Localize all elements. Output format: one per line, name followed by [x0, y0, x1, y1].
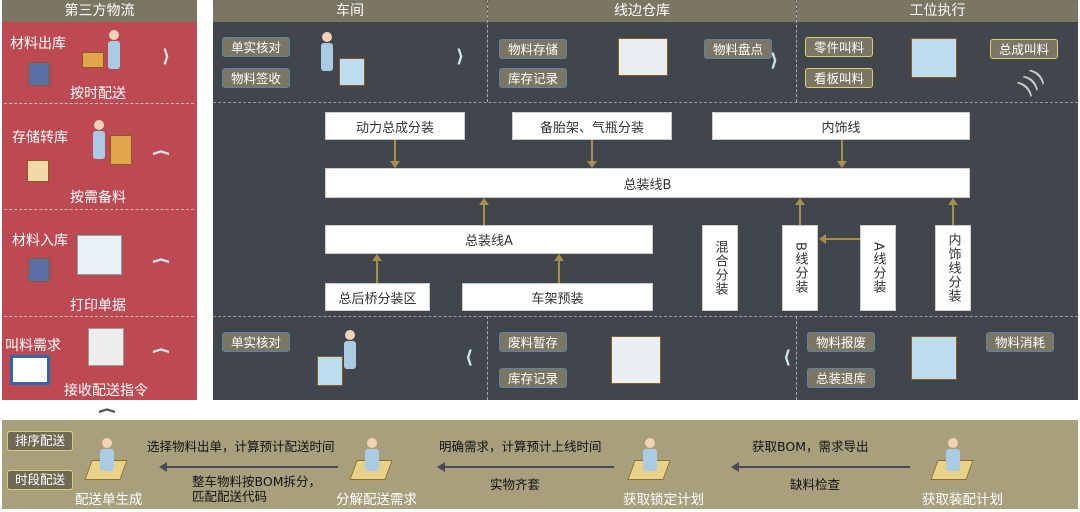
- arrow-up: [554, 254, 564, 283]
- chevron-right-icon[interactable]: ⟩: [456, 46, 465, 67]
- chevron-left-icon[interactable]: ⟩: [783, 347, 792, 368]
- arrow-up: [479, 198, 489, 225]
- arrow-down: [587, 140, 597, 168]
- chevron-right-icon[interactable]: ⟩: [770, 50, 779, 71]
- boxes-icon: [110, 135, 132, 165]
- tag-button[interactable]: 物料存储: [499, 39, 568, 59]
- flow-arrow-left: [731, 462, 910, 472]
- truck-icon: [611, 336, 661, 384]
- assembly-line-b-box[interactable]: 总装线B: [325, 168, 970, 198]
- arrow-down: [390, 140, 400, 168]
- operator-desk-icon: [84, 438, 128, 482]
- section-caption: 接收配送指令: [64, 383, 148, 399]
- worker-boxes-icon: [92, 120, 106, 160]
- header-line-warehouse: 线边仓库: [488, 0, 796, 22]
- operator-desk-icon: [930, 438, 974, 482]
- flow-note: 缺料检查: [790, 477, 841, 492]
- cart-icon: [317, 356, 343, 386]
- operator-desk-icon: [627, 438, 671, 482]
- step-label: 配送单生成: [75, 492, 143, 508]
- chevron-up-icon[interactable]: ⟩: [150, 256, 172, 265]
- documents-icon: [77, 235, 122, 275]
- chevron-up-icon[interactable]: ⟩: [96, 406, 118, 415]
- worker-cart-icon: [320, 32, 334, 72]
- tag-button[interactable]: 库存记录: [499, 68, 568, 88]
- arrow-up: [948, 198, 958, 225]
- third-party-logistics-panel: 第三方物流 材料出库 按时配送 ⟩ 存储转库 按需备料 ⟩ 材料入库 打印单据 …: [2, 0, 197, 400]
- tag-button[interactable]: 看板叫料: [805, 68, 874, 88]
- arrow-up: [372, 254, 382, 283]
- workstation-icon: [911, 38, 957, 78]
- step-label: 获取装配计划: [922, 492, 1003, 508]
- flow-arrow-left: [437, 462, 614, 472]
- arrow-left: [819, 234, 860, 244]
- header-workshop: 车间: [213, 0, 487, 22]
- chevron-up-icon[interactable]: ⟩: [150, 346, 172, 355]
- b-line-subassembly-box[interactable]: B线分装: [782, 225, 818, 311]
- flow-note: 明确需求，计算预计上线时间: [439, 439, 602, 454]
- forklift-icon: [28, 62, 50, 86]
- arrow-down: [837, 140, 847, 168]
- tag-button[interactable]: 库存记录: [499, 368, 568, 388]
- flow-note: 整车物料按BOM拆分， 匹配配送代码: [192, 474, 321, 504]
- cart-icon: [339, 58, 365, 86]
- tag-button[interactable]: 物料签收: [222, 68, 291, 88]
- chevron-up-icon[interactable]: ⟩: [150, 148, 172, 157]
- flow-arrow-left: [159, 462, 338, 472]
- section-caption: 按需备料: [70, 190, 126, 206]
- interior-line-box[interactable]: 内饰线: [712, 112, 970, 140]
- interior-subassembly-box[interactable]: 内饰线分装: [935, 225, 971, 311]
- truck-icon: [618, 38, 668, 76]
- tag-button[interactable]: 总装退库: [807, 368, 876, 388]
- rear-axle-box[interactable]: 总后桥分装区: [325, 283, 430, 311]
- tag-button[interactable]: 物料报废: [807, 332, 876, 352]
- production-panel: 车间 线边仓库 工位执行 单实核对 物料签收 ⟩ 物料存储 库存记录 物料盘点 …: [213, 0, 1078, 400]
- arrow-up: [795, 198, 805, 225]
- section-title-outbound: 材料出库: [10, 36, 66, 52]
- chevron-left-icon[interactable]: ⟩: [465, 347, 474, 368]
- header-station: 工位执行: [797, 0, 1078, 22]
- flow-note: 获取BOM，需求导出: [752, 439, 869, 454]
- spare-tire-box[interactable]: 备胎架、气瓶分装: [512, 112, 672, 140]
- worker-cart-icon: [343, 330, 357, 370]
- tag-button[interactable]: 物料盘点: [704, 39, 773, 59]
- period-delivery-tag[interactable]: 时段配送: [7, 470, 74, 490]
- tag-button[interactable]: 单实核对: [222, 37, 291, 57]
- assembly-line-a-box[interactable]: 总装线A: [325, 225, 653, 254]
- tag-button[interactable]: 零件叫料: [805, 37, 874, 57]
- section-caption: 按时配送: [70, 86, 126, 102]
- tag-button[interactable]: 单实核对: [222, 332, 291, 352]
- cart-icon: [82, 52, 104, 68]
- flow-note: 实物齐套: [490, 477, 541, 492]
- section-title-transfer: 存储转库: [12, 130, 68, 146]
- section-caption: 打印单据: [70, 298, 126, 314]
- forklift-icon: [28, 258, 50, 282]
- wifi-monitor-icon: [10, 355, 50, 385]
- section-title-inbound: 材料入库: [12, 233, 68, 249]
- section-title-request: 叫料需求: [5, 338, 61, 354]
- tag-button[interactable]: 物料消耗: [986, 332, 1055, 352]
- tag-button[interactable]: 总成叫料: [990, 39, 1059, 59]
- operator-desk-icon: [349, 438, 393, 482]
- flow-note: 选择物料出单，计算预计配送时间: [147, 439, 335, 454]
- tag-button[interactable]: 废料暂存: [499, 332, 568, 352]
- frame-preassembly-box[interactable]: 车架预装: [462, 283, 653, 311]
- sequence-delivery-tag[interactable]: 排序配送: [7, 431, 74, 451]
- computer-icon: [88, 328, 124, 366]
- worker-cart-icon: [107, 30, 121, 70]
- step-label: 获取锁定计划: [623, 492, 704, 508]
- chevron-right-icon[interactable]: ⟩: [162, 46, 171, 67]
- box-icon: [27, 160, 49, 182]
- delivery-flow-bar: 排序配送 时段配送 配送单生成 分解配送需求 获取锁定计划 获取装配计划 选择物…: [2, 420, 1078, 509]
- power-assembly-box[interactable]: 动力总成分装: [325, 112, 465, 140]
- step-label: 分解配送需求: [336, 492, 417, 508]
- wifi-icon: ))): [1013, 64, 1050, 101]
- mixed-subassembly-box[interactable]: 混合分装: [702, 225, 738, 311]
- workstation-icon: [911, 336, 957, 380]
- panel-title: 第三方物流: [2, 0, 197, 22]
- a-line-subassembly-box[interactable]: A线分装: [860, 225, 896, 311]
